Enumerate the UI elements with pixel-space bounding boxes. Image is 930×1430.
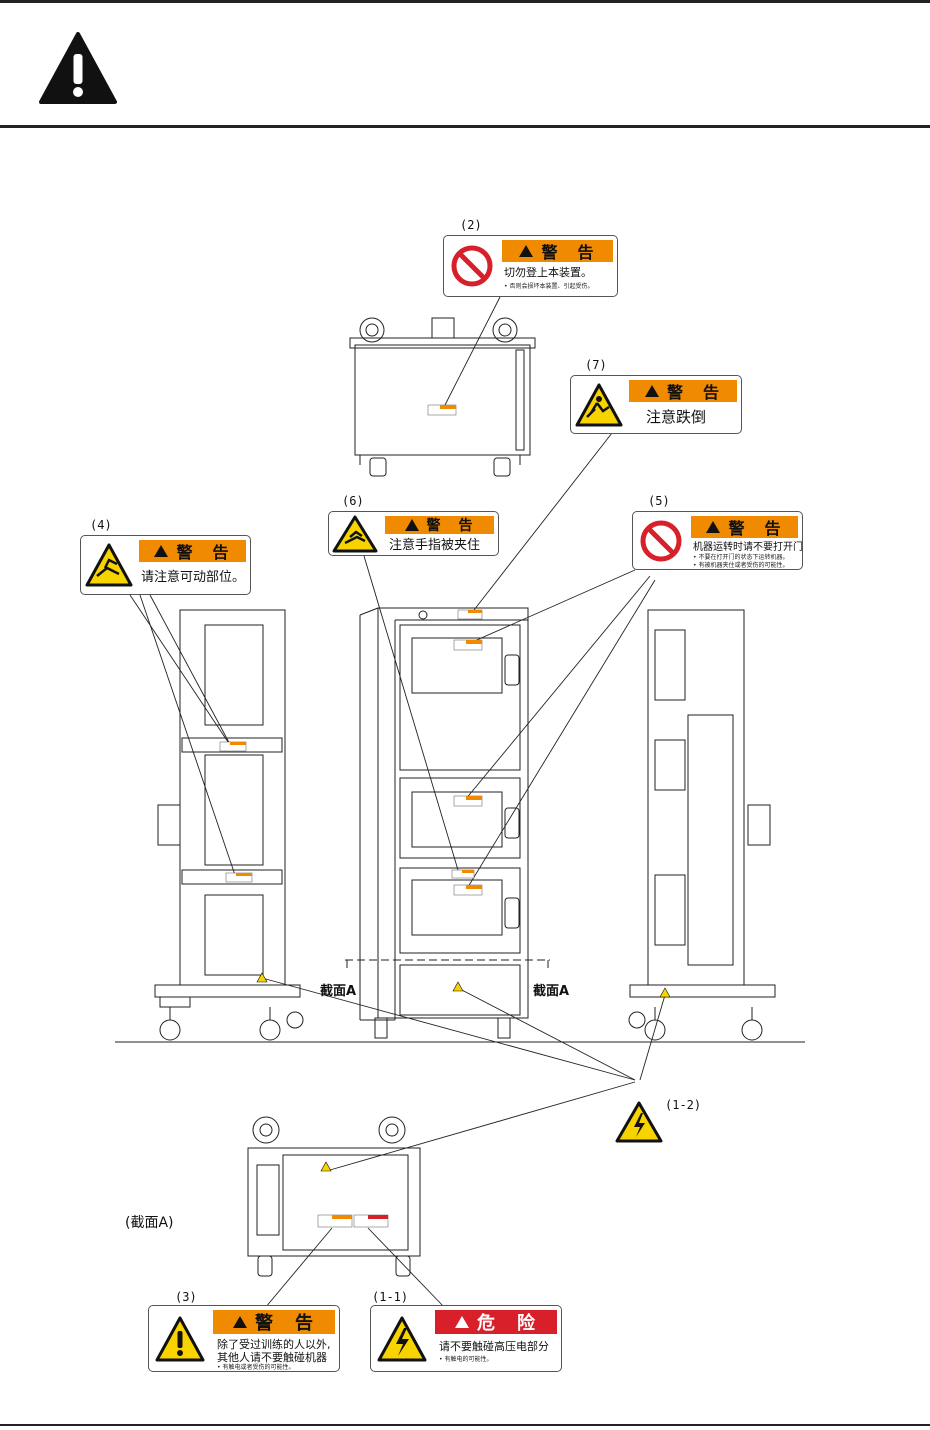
warning-label-6: 警 告 注意手指被夹住 bbox=[328, 511, 499, 556]
label-5-subtext-1: • 不要在打开门的状态下运转机器。 bbox=[693, 554, 788, 562]
section-a-right-label: 截面A bbox=[533, 980, 569, 999]
crush-hazard-icon bbox=[85, 542, 133, 588]
label-5-number: (5) bbox=[648, 494, 670, 508]
danger-label-1-1: 危 险 请不要触碰高压电部分 • 有触电的可能性。 bbox=[370, 1305, 562, 1372]
label-7-heading: 警 告 bbox=[667, 379, 721, 403]
warning-label-7: 警 告 注意跌倒 bbox=[570, 375, 742, 434]
warning-label-4: 警 告 请注意可动部位。 bbox=[80, 535, 251, 595]
pinch-hazard-icon bbox=[332, 515, 378, 553]
footer-rule bbox=[0, 1424, 930, 1426]
warning-label-5: 警 告 机器运转时请不要打开门 • 不要在打开门的状态下运转机器。 • 有被机器… bbox=[632, 511, 803, 570]
label-5-heading: 警 告 bbox=[728, 515, 782, 539]
electric-shock-icon bbox=[615, 1100, 663, 1144]
label-6-text: 注意手指被夹住 bbox=[389, 538, 480, 553]
label-5-subtext-2: • 有被机器夹住或者受伤的可能性。 bbox=[693, 562, 788, 570]
electric-shock-icon bbox=[377, 1315, 427, 1363]
label-4-text: 请注意可动部位。 bbox=[141, 570, 245, 586]
fall-hazard-icon bbox=[575, 382, 623, 428]
label-4-heading: 警 告 bbox=[176, 539, 230, 563]
label-3-text-2: 其他人请不要触碰机器 bbox=[217, 1351, 327, 1364]
label-2-heading: 警 告 bbox=[541, 239, 595, 263]
general-caution-icon bbox=[155, 1315, 205, 1363]
label-2-subtext: • 否则会损坏本装置、引起受伤。 bbox=[504, 283, 593, 291]
warning-label-3: 警 告 除了受过训练的人以外, 其他人请不要触碰机器 • 有触电或者受伤的可能性… bbox=[148, 1305, 340, 1372]
label-7-number: (7) bbox=[585, 358, 607, 372]
label-3-text-1: 除了受过训练的人以外, bbox=[217, 1338, 331, 1351]
label-3-subtext: • 有触电或者受伤的可能性。 bbox=[217, 1364, 294, 1372]
label-4-number: (4) bbox=[90, 518, 112, 532]
prohibition-icon bbox=[450, 244, 494, 288]
label-5-text: 机器运转时请不要打开门 bbox=[693, 541, 803, 554]
label-3-number: (3) bbox=[175, 1290, 197, 1304]
label-1-2-number: (1-2) bbox=[665, 1098, 701, 1112]
label-1-1-text: 请不要触碰高压电部分 bbox=[439, 1340, 549, 1353]
section-a-left-label: 截面A bbox=[320, 980, 356, 999]
warning-label-2: 警 告 切勿登上本装置。 • 否则会损坏本装置、引起受伤。 bbox=[443, 235, 618, 297]
label-6-heading: 警 告 bbox=[427, 515, 475, 535]
label-7-text: 注意跌倒 bbox=[646, 408, 706, 426]
prohibition-icon bbox=[639, 519, 683, 563]
label-1-1-subtext: • 有触电的可能性。 bbox=[439, 1356, 492, 1364]
label-1-1-heading: 危 险 bbox=[477, 1309, 537, 1335]
label-2-text: 切勿登上本装置。 bbox=[504, 266, 592, 279]
section-a-caption: (截面A) bbox=[125, 1212, 174, 1232]
label-1-1-number: (1-1) bbox=[372, 1290, 408, 1304]
label-3-heading: 警 告 bbox=[255, 1309, 315, 1335]
label-6-number: (6) bbox=[342, 494, 364, 508]
label-2-number: (2) bbox=[460, 218, 482, 232]
